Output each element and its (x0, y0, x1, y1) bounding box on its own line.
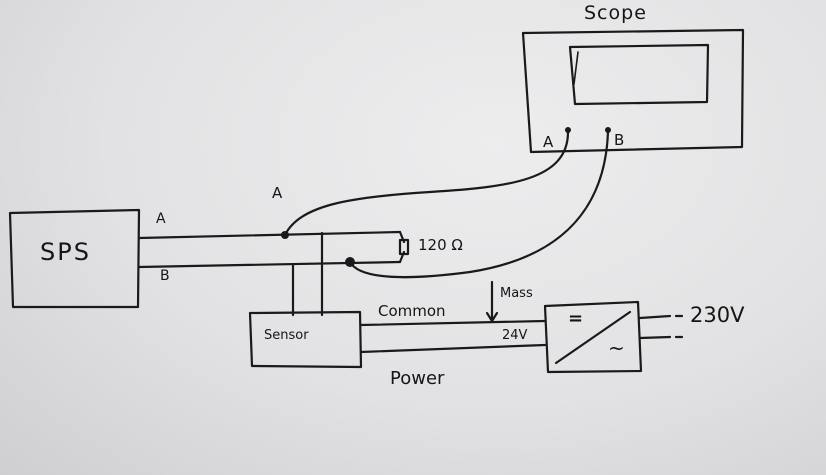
converter-diagonal (554, 310, 632, 365)
converter-ac-symbol: ~ (608, 336, 625, 360)
power-label: Power (390, 368, 445, 389)
mains-lead-1 (638, 314, 684, 320)
scope-terminal-b (605, 127, 611, 133)
sensor-label: Sensor (264, 328, 309, 343)
probe-a-label: A (272, 184, 283, 202)
mass-lead (485, 280, 499, 323)
power-converter-box (543, 300, 643, 374)
probe-b-cable (348, 130, 610, 279)
bus-line-a (137, 230, 402, 240)
mass-label: Mass (500, 286, 533, 301)
mains-lead-2 (638, 335, 684, 340)
sps-box (8, 208, 141, 309)
scope-channel-b-label: B (614, 131, 625, 149)
probe-a-cable (283, 130, 570, 237)
power-line (359, 343, 547, 354)
bus-line-b (137, 260, 402, 269)
sensor-box (248, 310, 363, 369)
termination-resistor (398, 230, 410, 264)
scope-terminal-a (565, 127, 571, 133)
sps-line-a-label: A (156, 211, 166, 227)
common-label: Common (378, 302, 446, 320)
resistor-label: 120 Ω (418, 236, 463, 254)
common-line (359, 319, 547, 327)
voltage-dc-label: 24V (502, 328, 528, 343)
scope-channel-a-label: A (543, 133, 554, 151)
scope-title: Scope (584, 2, 647, 24)
scope-screen-bezel (573, 51, 579, 85)
scope-screen (568, 43, 710, 106)
converter-dc-symbol: = (568, 308, 584, 329)
scope-box (521, 28, 745, 154)
sps-label: SPS (40, 238, 91, 266)
sps-line-b-label: B (160, 268, 170, 284)
voltage-ac-label: 230V (690, 303, 745, 327)
